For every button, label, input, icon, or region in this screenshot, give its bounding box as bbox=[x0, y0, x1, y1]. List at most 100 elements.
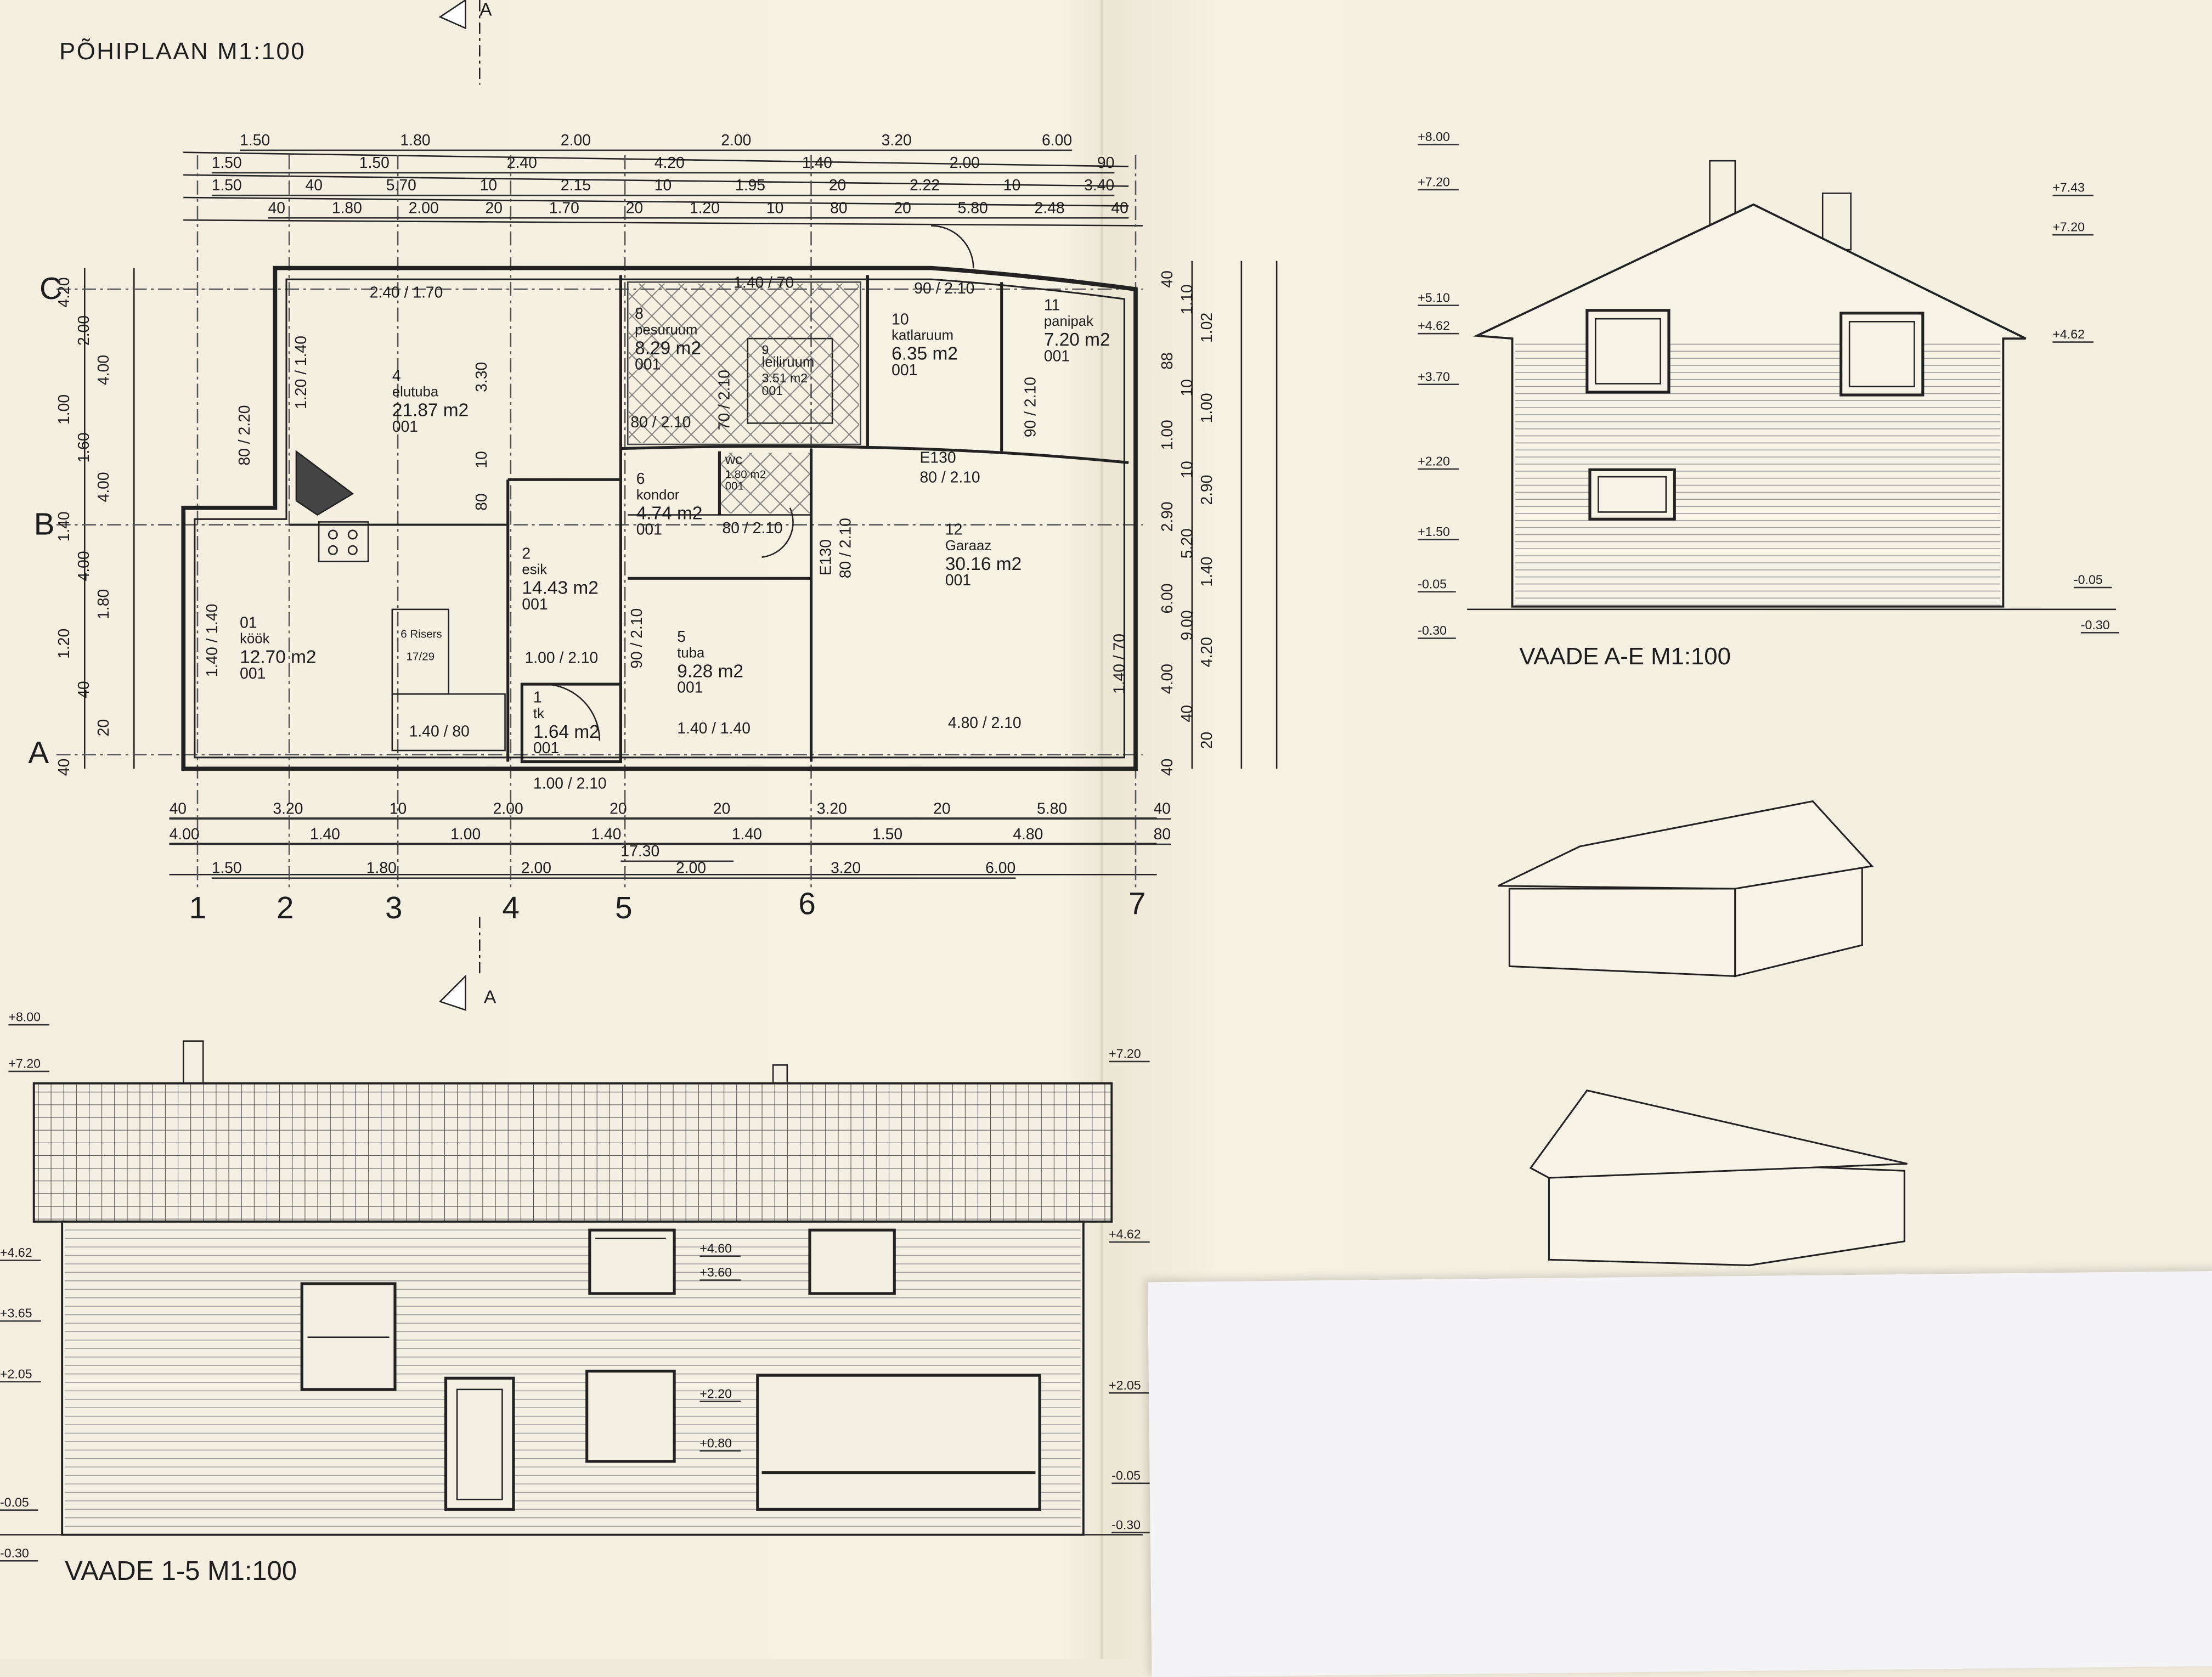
opening-label: 1.40 / 80 bbox=[409, 724, 470, 741]
level-mark: -0.30 bbox=[2080, 618, 2118, 634]
dimension-value: 40 bbox=[268, 200, 286, 217]
grid-axis-3: 3 bbox=[385, 890, 403, 925]
dimension-value: 4.00 bbox=[169, 826, 200, 844]
stair-label: 6 Risers bbox=[400, 628, 442, 641]
level-mark: +2.20 bbox=[1418, 454, 1459, 470]
room-name: tuba bbox=[677, 645, 705, 661]
dimension-value: 10 bbox=[1003, 177, 1021, 195]
level-mark: +2.20 bbox=[699, 1387, 741, 1402]
opening-label: 2.40 / 1.70 bbox=[369, 285, 443, 302]
level-mark: +4.62 bbox=[1418, 319, 1459, 335]
opening-label: 1.00 / 2.10 bbox=[533, 776, 607, 793]
level-mark: +4.62 bbox=[1109, 1227, 1150, 1243]
dimension-value: 3.40 bbox=[1084, 177, 1115, 195]
room-number: 01 bbox=[240, 615, 257, 632]
grid-axis-b: B bbox=[33, 506, 55, 542]
room-area: 14.43 m2 bbox=[522, 577, 599, 598]
dimension-value: 1.80 bbox=[331, 200, 362, 217]
grid-axis-6: 6 bbox=[798, 885, 816, 922]
opening-label: E130 bbox=[919, 450, 956, 467]
dimension-value: 1.50 bbox=[211, 155, 242, 172]
dimension-value: 6.00 bbox=[1042, 132, 1073, 150]
dimension-value: 80 bbox=[1153, 826, 1171, 844]
opening-label: 80 / 2.10 bbox=[722, 520, 783, 538]
level-mark: +7.20 bbox=[2052, 220, 2094, 236]
level-mark: +8.00 bbox=[8, 1010, 49, 1026]
dimension-value: 1.50 bbox=[359, 155, 390, 172]
level-mark: +4.62 bbox=[2052, 328, 2094, 343]
dimension-value: 1.40 bbox=[731, 826, 762, 844]
dimension-value: 1.40 bbox=[309, 826, 340, 844]
room-area: 30.16 m2 bbox=[945, 553, 1022, 574]
room-area: 21.87 m2 bbox=[392, 399, 469, 421]
dimension-value: 1.80 bbox=[400, 132, 431, 150]
room-area: 1.80 m2 bbox=[725, 467, 766, 481]
overlapping-paper bbox=[1147, 1271, 2212, 1677]
room-code: 001 bbox=[636, 521, 662, 539]
dimension-value: 2.00 bbox=[949, 155, 980, 172]
dimension-value: 3.20 bbox=[881, 132, 912, 150]
dimension-value: 4.80 bbox=[1013, 826, 1043, 844]
dimension-value: 2.15 bbox=[560, 177, 591, 195]
dimension-value: 10 bbox=[766, 200, 784, 217]
dimension-value: 17.30 bbox=[620, 843, 660, 861]
room-name: köök bbox=[240, 631, 270, 647]
grid-axis-4: 4 bbox=[502, 890, 520, 925]
dimension-value: 2.00 bbox=[721, 132, 752, 150]
dimension-value: 6.00 bbox=[985, 860, 1016, 878]
grid-axis-1: 1 bbox=[189, 890, 207, 925]
dimension-value: 1.50 bbox=[240, 132, 270, 150]
room-area: 3.51 m2 bbox=[761, 371, 808, 385]
dimension-value: 2.00 bbox=[675, 860, 707, 878]
dimension-value: 1.50 bbox=[211, 177, 242, 195]
level-mark: -0.30 bbox=[1418, 624, 1455, 639]
dimension-value: 2.48 bbox=[1034, 200, 1065, 217]
room-name: katlaruum bbox=[891, 328, 954, 344]
dimension-value: 1.40 bbox=[591, 826, 622, 844]
level-mark: +3.60 bbox=[699, 1266, 741, 1281]
room-code: 001 bbox=[522, 596, 548, 613]
dimension-value: 4.20 bbox=[654, 155, 685, 172]
dimension-value: 20 bbox=[713, 801, 731, 818]
dimension-value: 5.80 bbox=[1037, 801, 1068, 818]
opening-label: 1.00 / 2.10 bbox=[524, 650, 599, 668]
dimension-value: 2.00 bbox=[521, 860, 551, 878]
level-mark: +5.10 bbox=[1418, 291, 1459, 306]
level-mark: -0.30 bbox=[0, 1546, 38, 1562]
section-marker-bottom: A bbox=[483, 986, 496, 1007]
room-area: 8.29 m2 bbox=[635, 337, 701, 359]
opening-label: 80 / 2.10 bbox=[919, 470, 980, 487]
room-area: 4.74 m2 bbox=[636, 502, 703, 524]
room-name: leiliruum bbox=[761, 356, 815, 372]
room-name: elutuba bbox=[392, 384, 439, 400]
dimension-value: 3.20 bbox=[831, 860, 861, 878]
room-number: 1 bbox=[533, 690, 542, 707]
opening-label: 90 / 2.10 bbox=[914, 280, 975, 298]
level-mark: +0.80 bbox=[699, 1436, 741, 1452]
room-name: wc bbox=[725, 453, 743, 468]
dimension-value: 80 bbox=[830, 200, 848, 217]
dimension-value: 1.40 bbox=[802, 155, 832, 172]
dimension-value: 2.00 bbox=[408, 200, 439, 217]
dimension-value: 1.50 bbox=[211, 860, 242, 878]
room-number: 6 bbox=[636, 471, 645, 488]
room-number: 10 bbox=[891, 312, 909, 329]
opening-label: 1.40 / 1.40 bbox=[677, 720, 751, 738]
dimension-value: 20 bbox=[610, 801, 627, 818]
dimension-value: 40 bbox=[169, 801, 187, 818]
dimension-value: 1.50 bbox=[872, 826, 903, 844]
dimension-value: 20 bbox=[625, 200, 644, 217]
